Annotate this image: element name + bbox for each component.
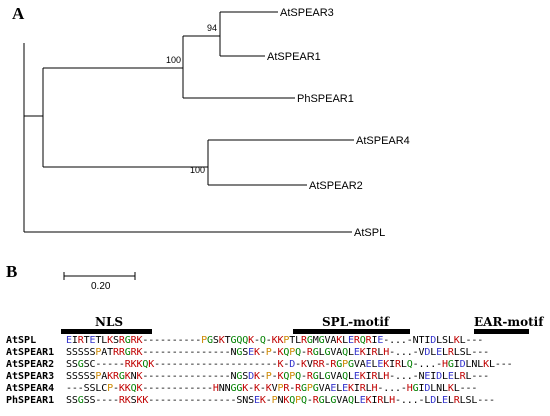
panel-label-b: B: [6, 262, 18, 281]
sequence-name: AtSPEAR1: [6, 347, 55, 358]
alignment-row: AtSPEAR2 SSGSC-----RKKQK-----------------…: [6, 359, 513, 371]
sequence-alignment: AtSPL EIRTETLKSRGRK----------PGSKTGQQK-Q-…: [6, 335, 513, 407]
taxon-atspear1: AtSPEAR1: [267, 51, 321, 63]
sequence-name: AtSPL: [6, 335, 37, 346]
sequence-residues: SSSSSPATRRGRK---------------NGSEK-P-KQPQ…: [66, 347, 489, 358]
sequence-residues: EIRTETLKSRGRK----------PGSKTGQQK-Q-KKPTL…: [66, 335, 484, 346]
sequence-residues: SSGSS----RKSKK---------------SNSEK-PNKQP…: [66, 395, 495, 406]
tree-branches: [23, 11, 354, 233]
bootstrap-94: 94: [207, 23, 217, 33]
ear-motif-bar: [474, 329, 529, 334]
panel-label-a: A: [12, 4, 25, 23]
sequence-name: PhSPEAR1: [6, 395, 55, 406]
sequence-residues: SSGSC-----RKKQK---------------------K-D-…: [66, 359, 513, 370]
taxon-atspear3: AtSPEAR3: [280, 7, 334, 19]
nls-motif-label: NLS: [95, 315, 124, 329]
alignment-row: PhSPEAR1 SSGSS----RKSKK---------------SNS…: [6, 395, 513, 407]
taxon-atspear4: AtSPEAR4: [356, 135, 410, 147]
spl-motif-label: SPL-motif: [322, 315, 390, 329]
nls-motif-bar: [61, 329, 152, 334]
taxon-atspl: AtSPL: [354, 227, 385, 239]
ear-motif-label: EAR-motif: [474, 315, 544, 329]
scale-bar-line: [63, 272, 136, 280]
taxon-phspear1: PhSPEAR1: [297, 93, 354, 105]
scale-bar-label: 0.20: [91, 281, 111, 292]
bootstrap-100-lower: 100: [190, 165, 205, 175]
alignment-row: AtSPEAR4 ---SSLCP-KKQK------------HNNGGK-…: [6, 383, 513, 395]
alignment-row: AtSPL EIRTETLKSRGRK----------PGSKTGQQK-Q-…: [6, 335, 513, 347]
bootstrap-100-upper: 100: [166, 55, 181, 65]
sequence-name: AtSPEAR4: [6, 383, 55, 394]
phylogenetic-tree: AtSPEAR3 AtSPEAR1 PhSPEAR1 AtSPEAR4 AtSP…: [23, 7, 410, 239]
sequence-residues: SSSSSPAKRGKNK---------------NGSDK-P-KQPQ…: [66, 371, 489, 382]
spl-motif-bar: [293, 329, 410, 334]
alignment-row: AtSPEAR3 SSSSSPAKRGKNK---------------NGSD…: [6, 371, 513, 383]
taxon-atspear2: AtSPEAR2: [309, 180, 363, 192]
sequence-residues: ---SSLCP-KKQK------------HNNGGK-K-KVPR-R…: [66, 383, 478, 394]
sequence-name: AtSPEAR2: [6, 359, 55, 370]
sequence-name: AtSPEAR3: [6, 371, 55, 382]
alignment-row: AtSPEAR1 SSSSSPATRRGRK---------------NGSE…: [6, 347, 513, 359]
scale-bar: 0.20: [63, 272, 136, 292]
